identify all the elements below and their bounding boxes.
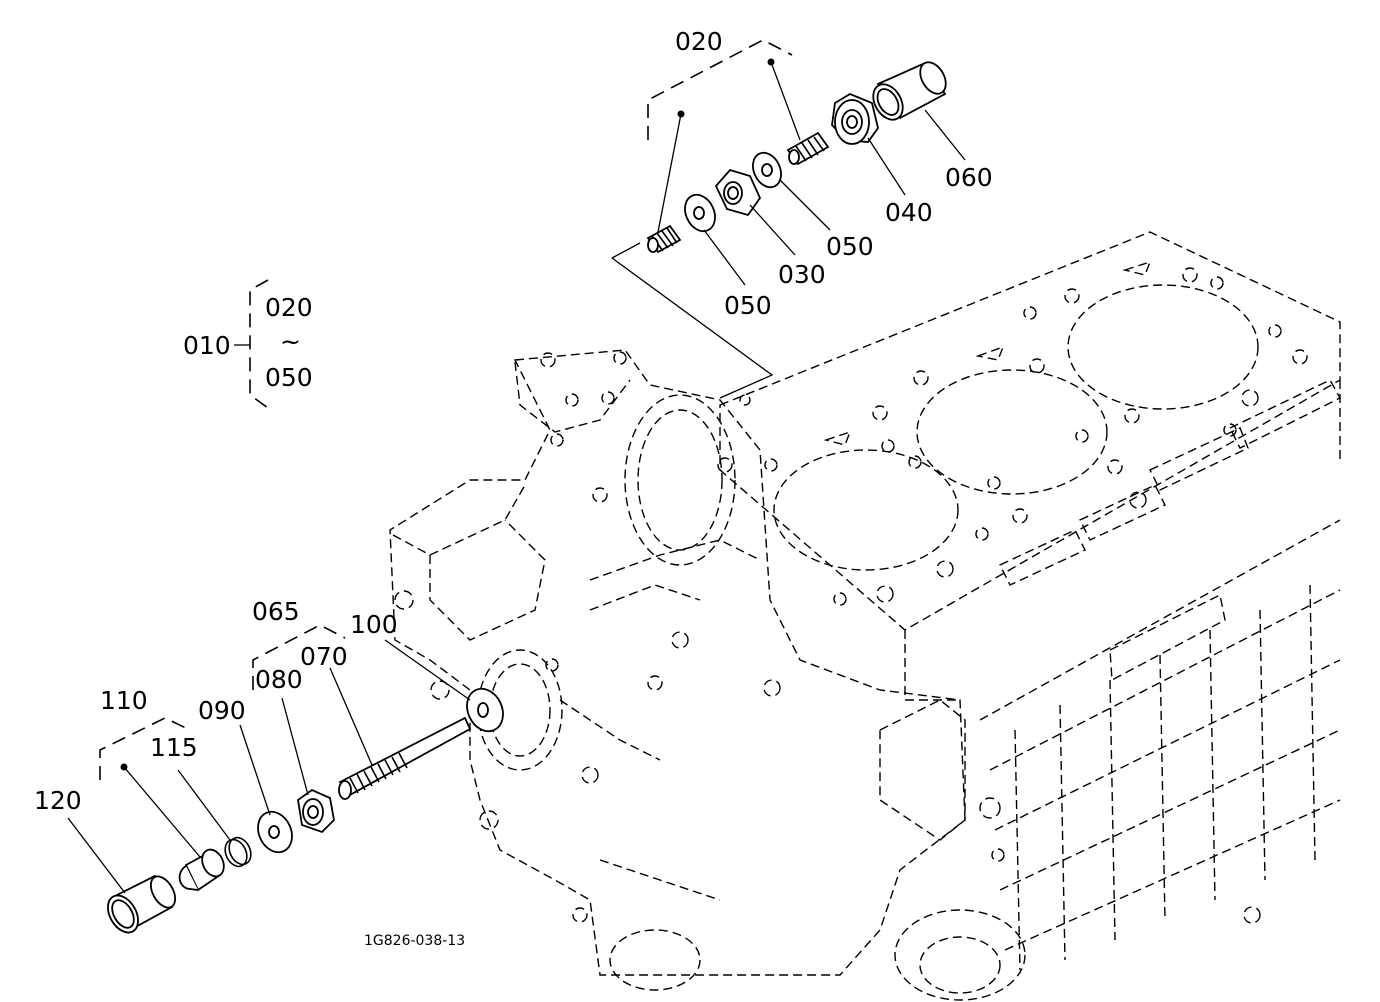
nut-080 (297, 788, 335, 834)
bracket-065 (252, 624, 346, 690)
label-tilde: ~ (280, 327, 301, 356)
label-120: 120 (34, 786, 82, 815)
set-screw-left (646, 224, 682, 254)
clip-115 (224, 836, 252, 868)
label-100: 100 (350, 610, 398, 639)
label-050-a: 050 (826, 232, 874, 261)
cap-060 (872, 61, 947, 121)
washer-050-upper (752, 151, 782, 189)
block-side-ribs (979, 519, 1341, 971)
bracket-110 (99, 717, 191, 780)
label-030: 030 (778, 260, 826, 289)
housing-bolt-holes (394, 351, 1261, 924)
nut-030 (714, 168, 762, 217)
label-050-range: 050 (265, 363, 313, 392)
label-090: 090 (198, 696, 246, 725)
label-080: 080 (255, 665, 303, 694)
brace-010 (234, 279, 269, 409)
cap-nut-040 (831, 92, 879, 145)
plunger (178, 848, 225, 892)
set-screw-right (786, 131, 830, 166)
engine-block (389, 231, 1341, 1001)
drawing-code: 1G826-038-13 (364, 933, 465, 949)
label-020-range: 020 (265, 293, 313, 322)
deck-holes (764, 267, 1308, 606)
label-115: 115 (150, 733, 198, 762)
callout-labels: 020 020 ~ 050 010 060 040 050 030 050 06… (34, 27, 993, 949)
label-070: 070 (300, 642, 348, 671)
cap-120 (107, 874, 177, 934)
washer-090 (257, 810, 293, 854)
label-010: 010 (183, 331, 231, 360)
top-adjuster-assembly (611, 39, 966, 399)
bottom-relief-assembly (67, 624, 504, 934)
washer-050-lower (684, 193, 716, 233)
label-110: 110 (100, 686, 148, 715)
label-040: 040 (885, 198, 933, 227)
label-065: 065 (252, 597, 300, 626)
label-050-b: 050 (724, 291, 772, 320)
washer-100 (466, 687, 504, 733)
stud-070 (338, 716, 472, 800)
bracket-020 (647, 39, 793, 140)
label-060: 060 (945, 163, 993, 192)
label-020-group: 020 (675, 27, 723, 56)
